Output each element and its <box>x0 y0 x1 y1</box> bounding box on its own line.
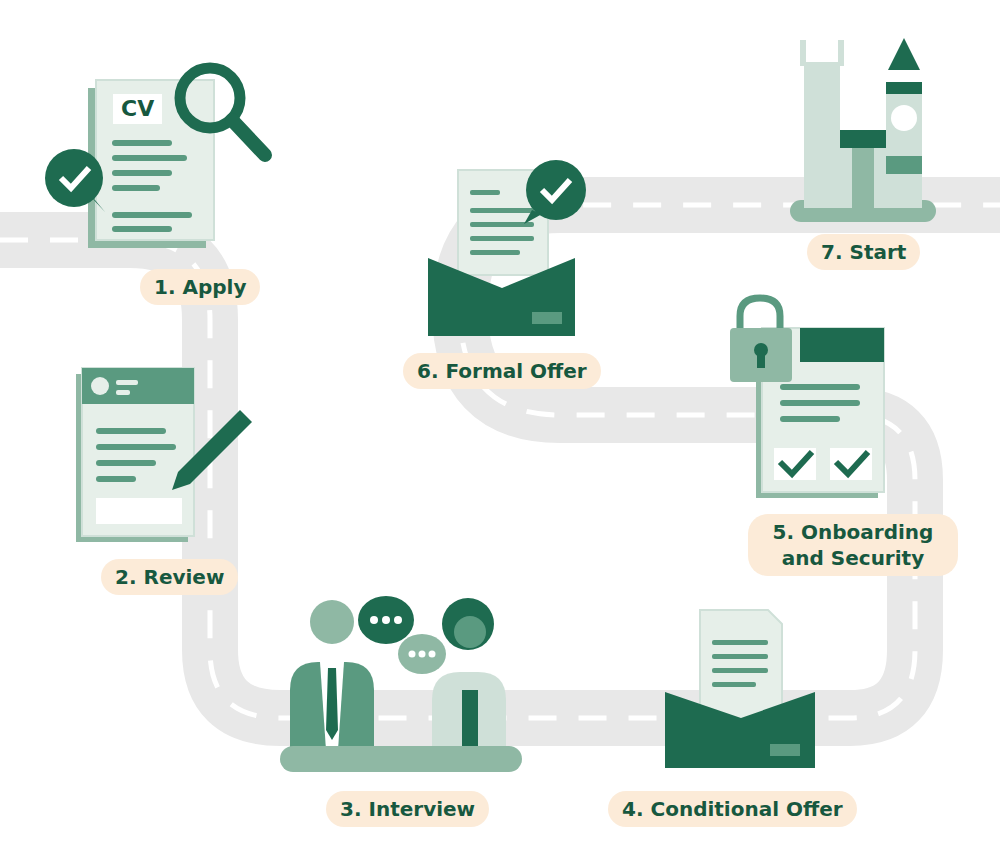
step-label: 6. Formal Offer <box>403 353 601 389</box>
step-label: 3. Interview <box>326 791 489 827</box>
step-text: 3. Interview <box>340 797 475 821</box>
step-label: 5. Onboarding and Security <box>748 514 958 576</box>
step-label: 2. Review <box>101 559 238 595</box>
step-text: 1. Apply <box>154 275 246 299</box>
step-text: 2. Review <box>115 565 224 589</box>
step-text: 4. Conditional Offer <box>622 797 843 821</box>
document-heading: CV <box>113 94 162 124</box>
step-text: 6. Formal Offer <box>417 359 587 383</box>
step-label: 7. Start <box>807 234 920 270</box>
step-text: 7. Start <box>821 240 906 264</box>
step-label: 1. Apply <box>140 269 260 305</box>
step-text: 5. Onboarding and Security <box>773 520 934 570</box>
step-label: 4. Conditional Offer <box>608 791 857 827</box>
